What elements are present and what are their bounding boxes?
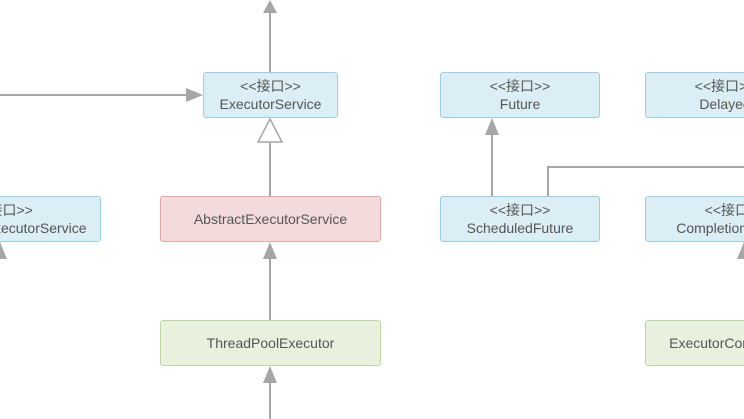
node-abstract-executor-service[interactable]: AbstractExecutorService: [160, 196, 381, 242]
node-future[interactable]: <<接口>> Future: [440, 72, 600, 118]
node-scheduled-executor-service-name: ScheduledExecutorService: [0, 220, 87, 236]
node-executor-service[interactable]: <<接口>> ExecutorService: [203, 72, 338, 118]
node-thread-pool-executor[interactable]: ThreadPoolExecutor: [160, 320, 381, 366]
edge-scheduled-executor-service-arrowhead: [0, 242, 7, 259]
node-scheduled-executor-service-stereotype: <<接口>>: [0, 202, 33, 218]
node-executor-service-stereotype: <<接口>>: [240, 78, 301, 94]
node-delayed-name: Delayed: [699, 96, 744, 112]
node-executor-completion-service-name: ExecutorCompletionService: [669, 335, 744, 351]
node-thread-pool-executor-name: ThreadPoolExecutor: [206, 335, 335, 351]
node-scheduled-future-name: ScheduledFuture: [466, 220, 574, 236]
edge-completion-service-arrowhead: [737, 242, 744, 259]
edge-threadpool-to-abstract-arrowhead: [263, 242, 277, 259]
node-executor-service-name: ExecutorService: [219, 96, 322, 112]
edge-executor-service-to-parent-arrowhead: [263, 0, 277, 13]
node-scheduled-executor-service[interactable]: <<接口>> ScheduledExecutorService: [0, 196, 101, 242]
node-executor-completion-service[interactable]: ExecutorCompletionService: [645, 320, 744, 366]
edge-scheduled-future-to-delayed: [547, 166, 744, 196]
node-completion-service[interactable]: <<接口>> CompletionService: [645, 196, 744, 242]
node-future-name: Future: [499, 96, 541, 112]
node-delayed[interactable]: <<接口>> Delayed: [645, 72, 744, 118]
edge-child-to-threadpool-arrowhead: [263, 366, 277, 383]
node-delayed-stereotype: <<接口>>: [694, 78, 744, 94]
node-abstract-executor-service-name: AbstractExecutorService: [193, 211, 348, 227]
node-completion-service-name: CompletionService: [676, 220, 744, 236]
node-scheduled-future-stereotype: <<接口>>: [489, 202, 551, 218]
node-completion-service-stereotype: <<接口>>: [704, 202, 744, 218]
node-future-stereotype: <<接口>>: [489, 78, 551, 94]
edge-scheduled-future-to-future-arrowhead: [485, 118, 499, 135]
edge-left-to-executor-service-arrowhead: [186, 88, 203, 102]
node-scheduled-future[interactable]: <<接口>> ScheduledFuture: [440, 196, 600, 242]
edge-abstract-to-executor-service-arrowhead: [256, 117, 284, 143]
